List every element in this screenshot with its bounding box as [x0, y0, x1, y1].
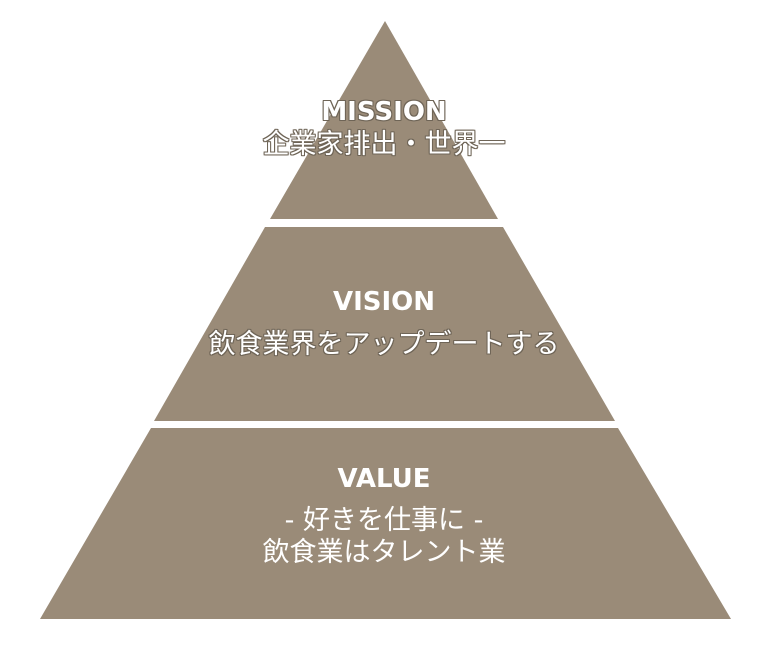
value-statement-line-2: 飲食業はタレント業 [262, 537, 506, 568]
vision-statement: 飲食業界をアップデートする [208, 329, 560, 360]
vision-label-group: VISION 飲食業界をアップデートする [0, 286, 768, 361]
value-heading: VALUE [337, 464, 431, 494]
mission-label-group: MISSION 企業家排出・世界一 [0, 96, 768, 161]
value-statement-line-1: - 好きを仕事に - [284, 505, 484, 536]
pyramid-tier-value [40, 428, 731, 619]
vision-heading: VISION [332, 287, 436, 317]
pyramid-tier-mission [270, 21, 498, 219]
mission-statement: 企業家排出・世界一 [262, 129, 506, 160]
mission-heading: MISSION [321, 97, 447, 127]
value-label-group: VALUE - 好きを仕事に - 飲食業はタレント業 [0, 463, 768, 569]
pyramid-tier-vision [154, 227, 615, 421]
